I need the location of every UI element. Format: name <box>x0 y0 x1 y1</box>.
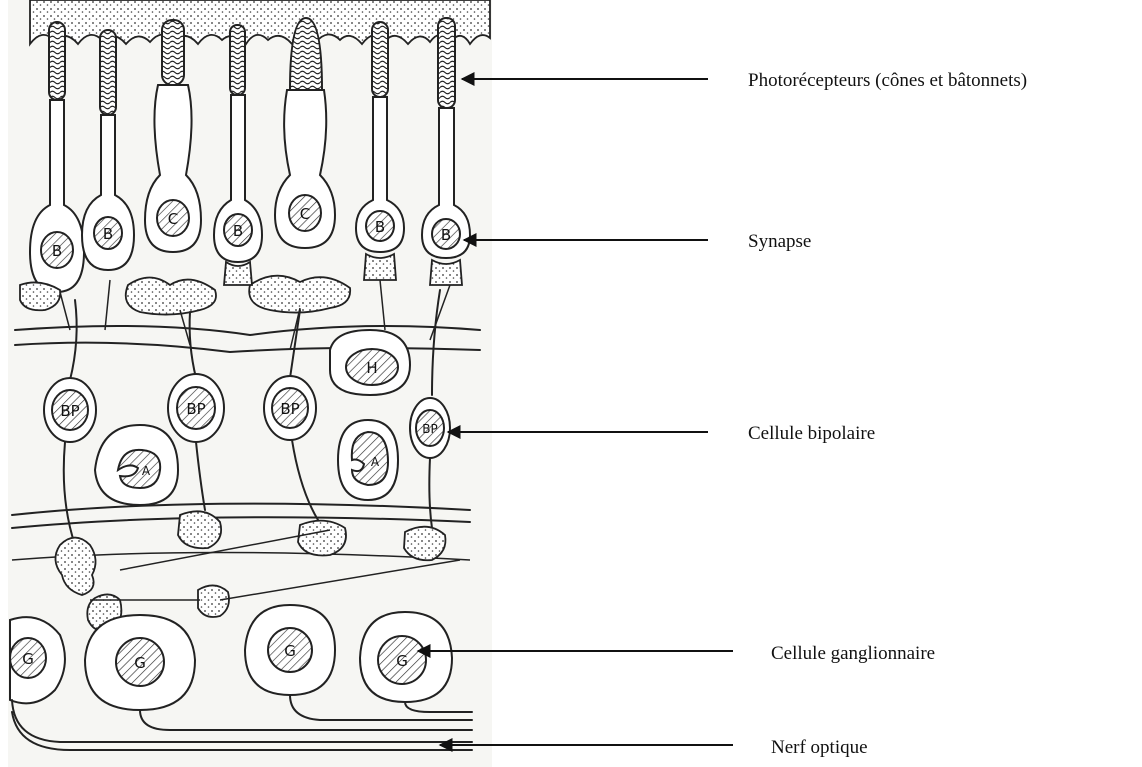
optic-nerve-label: Nerf optique <box>771 737 868 758</box>
rod-cell-letter: B <box>233 222 243 240</box>
rod-cell-letter: B <box>103 225 113 243</box>
ganglion-cell-letter: G <box>22 650 34 668</box>
ganglion-label: Cellule ganglionnaire <box>771 643 935 664</box>
horizontal-cell-letter: H <box>366 359 377 377</box>
amacrine-cell: A <box>95 425 178 505</box>
ganglion-cell: G <box>245 605 335 695</box>
bipolar-cell-letter: BP <box>280 400 299 418</box>
ganglion-cell: G <box>360 612 452 702</box>
rod-cell-letter: B <box>375 218 385 236</box>
bipolar-cell-letter: BP <box>422 422 437 436</box>
ganglion-cell: G <box>85 615 195 710</box>
ganglion-cell-letter: G <box>284 642 296 660</box>
bipolar-label: Cellule bipolaire <box>748 423 875 444</box>
cone-cell-letter: C <box>300 205 310 223</box>
horizontal-cell: H <box>330 330 410 395</box>
ganglion-cell-letter: G <box>134 654 146 672</box>
bipolar-cell-letter: BP <box>186 400 205 418</box>
photoreceptors-label: Photorécepteurs (cônes et bâtonnets) <box>748 70 1027 91</box>
amacrine-cell: A <box>338 420 398 500</box>
rod-cell-letter: B <box>52 242 62 260</box>
ganglion-cell-letter: G <box>396 652 408 670</box>
rod-cell-letter: B <box>441 226 451 244</box>
cone-cell-letter: C <box>168 210 178 228</box>
annotation-labels: Photorécepteurs (cônes et bâtonnets) Syn… <box>748 70 1027 758</box>
amacrine-cell-letter: A <box>371 455 380 469</box>
amacrine-cell-letter: A <box>142 464 151 478</box>
bipolar-cell-letter: BP <box>60 402 79 420</box>
synapse-label: Synapse <box>748 231 811 252</box>
